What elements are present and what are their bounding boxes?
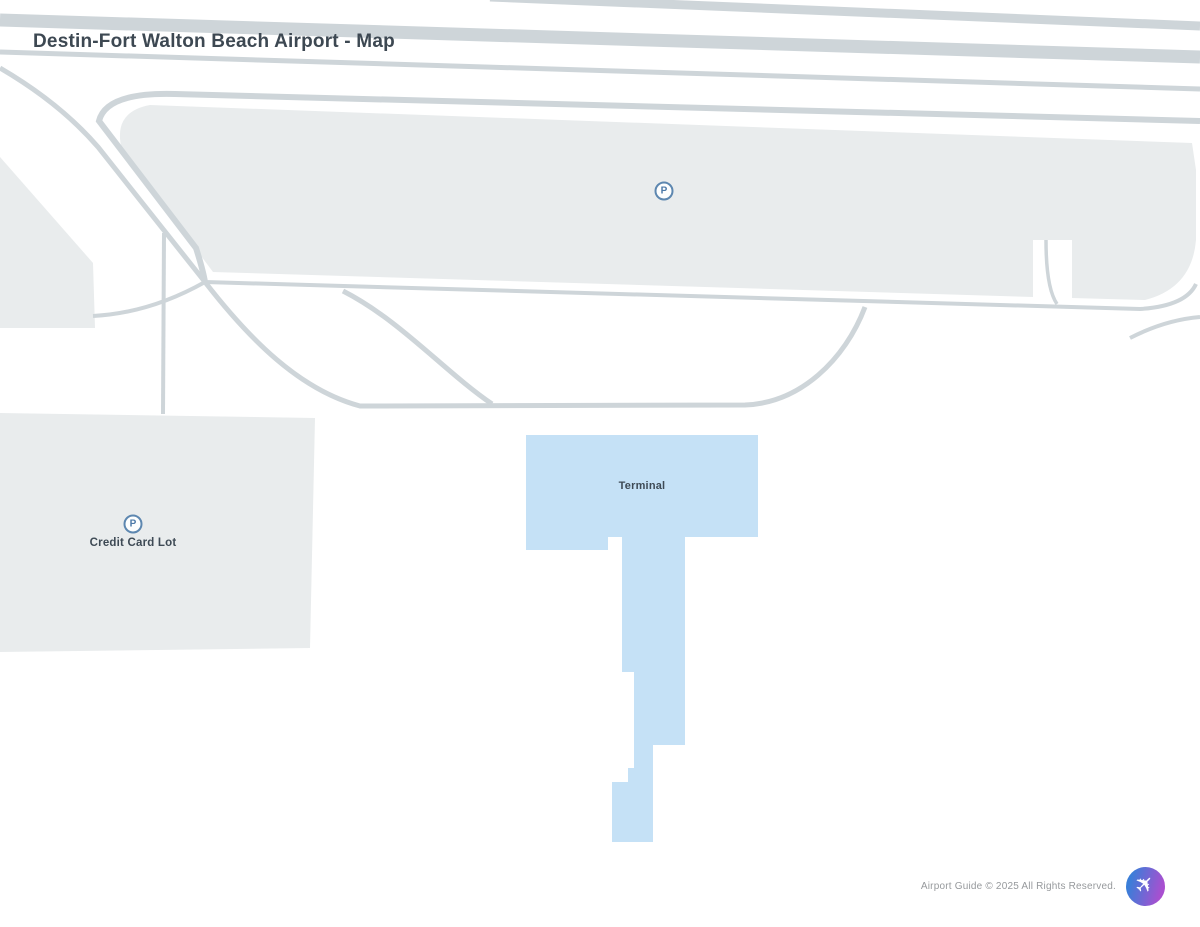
road-apron-notch [1044, 239, 1059, 305]
parking-icon[interactable]: P [123, 514, 143, 534]
copyright-text: Airport Guide © 2025 All Rights Reserved… [920, 881, 1116, 892]
road-southeast-ramp [1129, 315, 1200, 340]
road-top-2 [0, 13, 1200, 64]
road-diagonal-main [0, 65, 207, 284]
left-apron-block-shape [0, 157, 95, 328]
road-apron-bottom [204, 280, 1198, 312]
terminal-label: Terminal [618, 480, 666, 492]
terminal-building-shape[interactable] [526, 435, 758, 842]
road-top-1 [489, 0, 1200, 31]
parking-icon[interactable]: P [654, 181, 674, 201]
parking-icon-letter: P [660, 185, 668, 197]
road-top-3 [0, 49, 1200, 92]
credit-card-lot-shape[interactable] [0, 413, 315, 652]
airplane-icon: ✈ [1129, 868, 1162, 901]
footer: Airport Guide © 2025 All Rights Reserved… [921, 867, 1165, 906]
runway-apron-shape [119, 105, 1197, 300]
road-junction-west [92, 280, 206, 318]
road-apron-loop [95, 90, 1200, 283]
parking-icon-letter: P [129, 518, 137, 530]
road-vertical-to-lot [161, 232, 166, 415]
road-terminal-loop [203, 280, 868, 409]
page-title: Destin-Fort Walton Beach Airport - Map [33, 31, 395, 52]
credit-card-lot-label: Credit Card Lot [89, 537, 177, 549]
road-s-connector [341, 288, 494, 407]
airport-guide-logo[interactable]: ✈ [1126, 867, 1165, 906]
